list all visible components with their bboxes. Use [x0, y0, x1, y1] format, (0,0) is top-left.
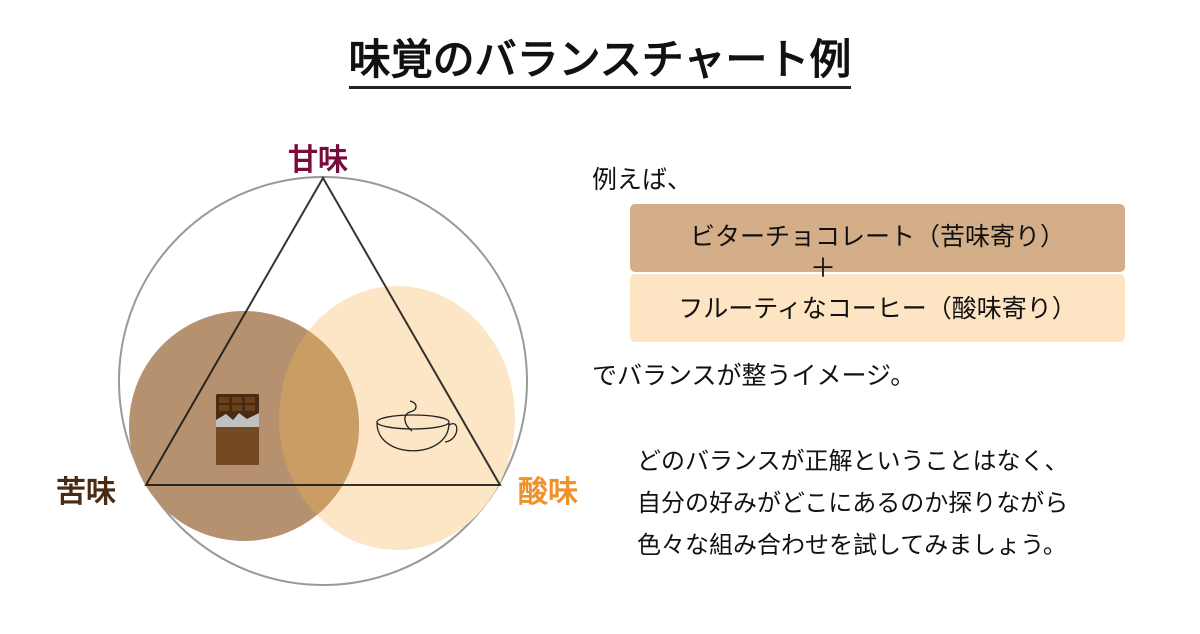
advice-line: 色々な組み合わせを試してみましょう。	[637, 531, 1067, 559]
taste-balance-diagram: 甘味 苦味 酸味	[0, 0, 600, 630]
taste-triangle	[144, 175, 502, 486]
example-conclusion: でバランスが整うイメージ。	[592, 361, 916, 390]
plus-sign: ＋	[810, 254, 837, 284]
chocolate-bar-icon	[216, 394, 259, 465]
advice-line: どのバランスが正解ということはなく、	[637, 447, 1069, 475]
example-item-fruity-coffee: フルーティなコーヒー（酸味寄り）	[630, 274, 1125, 342]
page-title: 味覚のバランスチャート例	[0, 26, 1200, 89]
advice-paragraph: どのバランスが正解ということはなく、 自分の好みがどこにあるのか探りながら 色々…	[637, 440, 1069, 566]
coffee-cup-icon	[376, 400, 458, 452]
page-title-text: 味覚のバランスチャート例	[348, 35, 852, 89]
example-intro: 例えば、	[592, 165, 693, 194]
advice-line: 自分の好みがどこにあるのか探りながら	[637, 489, 1069, 517]
label-sour: 酸味	[518, 475, 578, 510]
label-bitter: 苦味	[56, 475, 116, 510]
example-item-bitter-chocolate: ビターチョコレート（苦味寄り）	[630, 204, 1125, 272]
taste-chart-graphic	[118, 175, 528, 586]
label-sweet: 甘味	[288, 143, 348, 178]
